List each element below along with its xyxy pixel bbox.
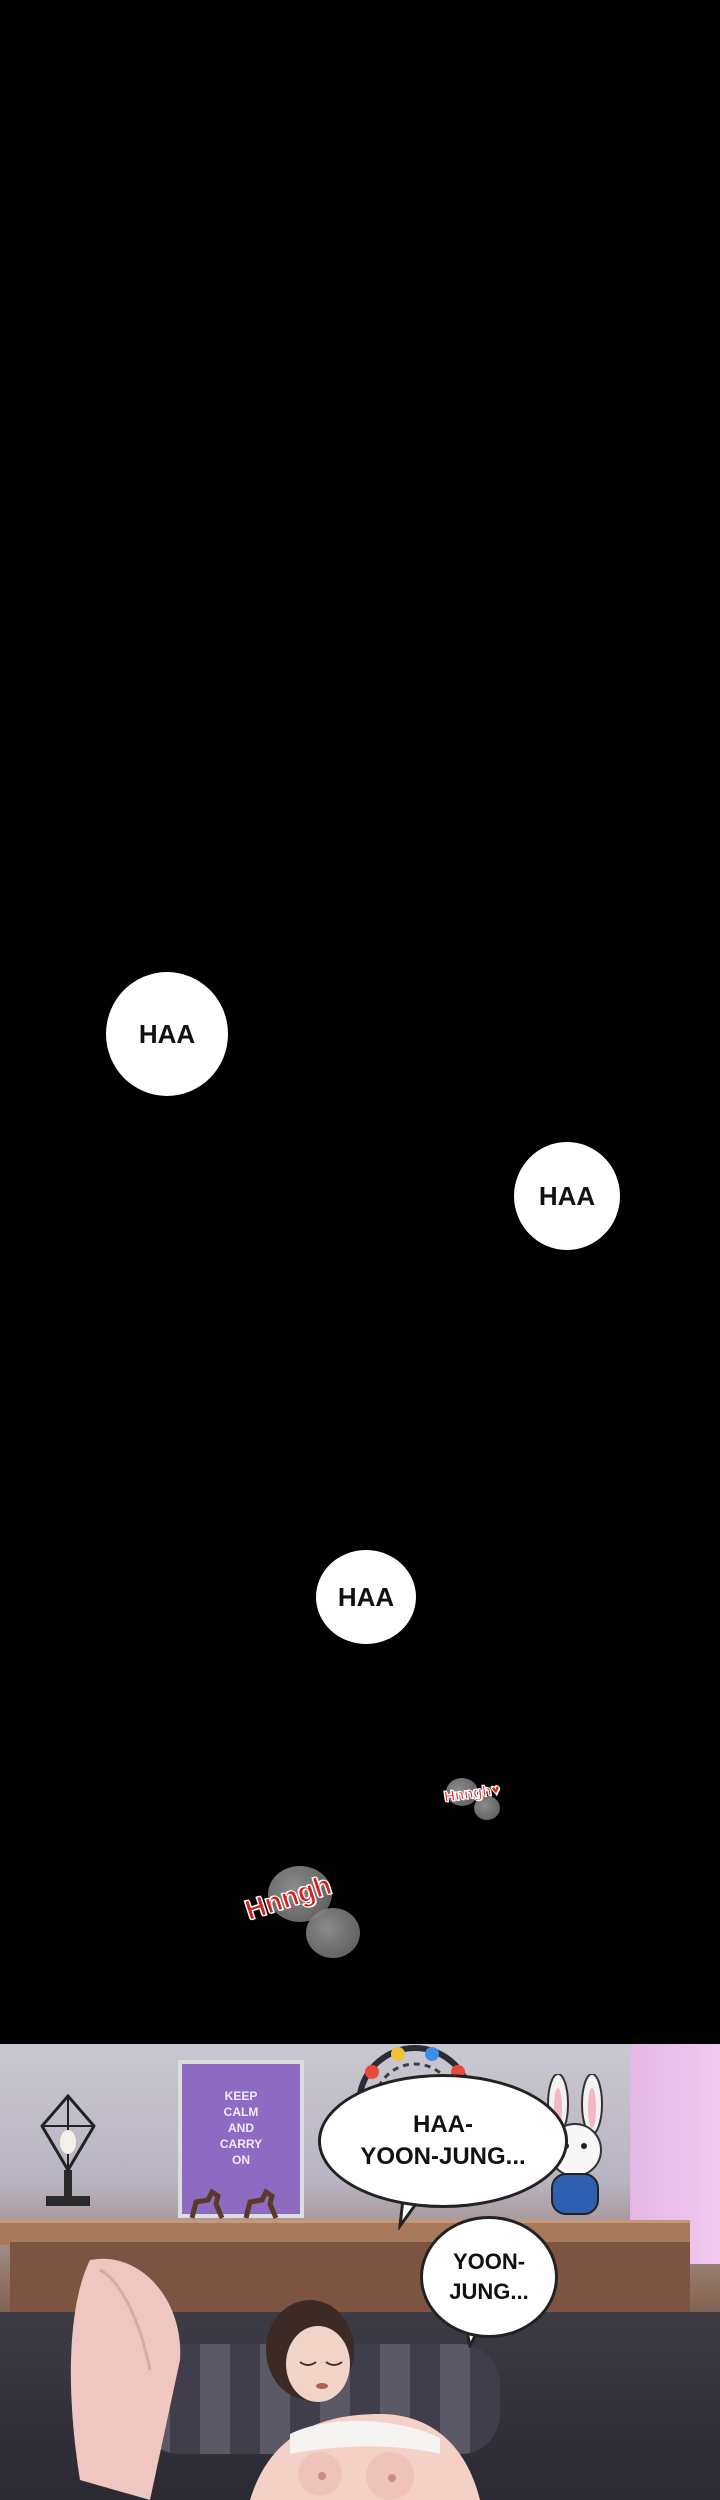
speech-text: YOON- JUNG... [449, 2249, 529, 2304]
sfx-puff-small [446, 1778, 478, 1806]
speech-bubble-haa-2: HAA [514, 1142, 620, 1250]
geometric-lamp [40, 2093, 96, 2206]
shelf [0, 2220, 690, 2245]
keep-calm-poster: KEEP CALM AND CARRY ON [178, 2060, 304, 2218]
sfx-puff-small-2 [474, 1796, 500, 1820]
speech-bubble-haa-yoon-jung: HAA- YOON-JUNG... [318, 2074, 568, 2208]
bubble-text: HAA [538, 1180, 596, 1211]
poster-text: KEEP CALM AND CARRY ON [219, 2089, 263, 2167]
horse-figurines [189, 2188, 279, 2219]
speech-bubble-haa-1: HAA [106, 972, 228, 1096]
speech-text: HAA- YOON-JUNG... [360, 2111, 526, 2170]
woman-lying [250, 2300, 480, 2500]
sfx-puff-large-2 [306, 1908, 360, 1958]
bubble-text: HAA [337, 1581, 395, 1612]
speech-bubble-yoon-jung: YOON- JUNG... [420, 2216, 558, 2338]
speech-bubble-haa-3: HAA [316, 1550, 416, 1644]
bubble-text: HAA [138, 1018, 196, 1049]
raised-legs [70, 2258, 181, 2500]
